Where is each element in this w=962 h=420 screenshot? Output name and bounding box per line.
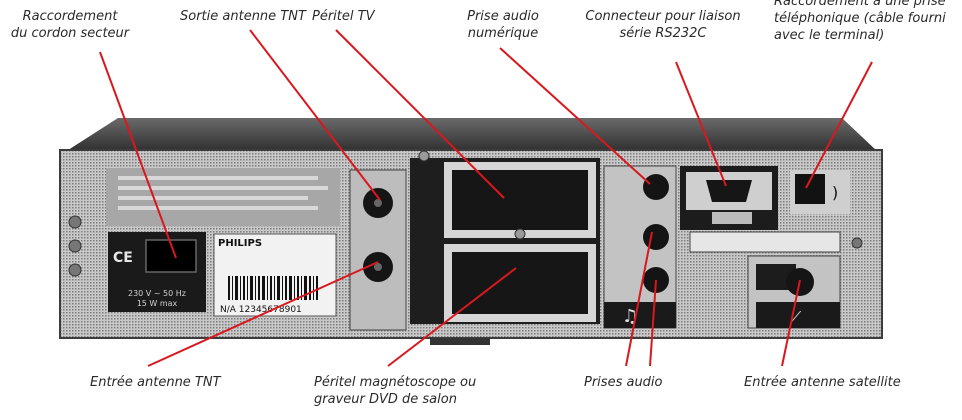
digital-audio-connector	[643, 174, 669, 200]
screw	[514, 228, 526, 240]
label-scart-vcr: Péritel magnétoscope ou graveur DVD de s…	[314, 375, 477, 407]
label-phone: Raccordement à une prise téléphonique (c…	[774, 0, 946, 43]
label-tnt-output: Sortie antenne TNT	[180, 9, 306, 24]
brand-logo: PHILIPS	[218, 238, 262, 249]
label-scart-tv: Péritel TV	[312, 9, 375, 24]
label-tnt-input: Entrée antenne TNT	[90, 375, 221, 390]
leader-line-tnt-in	[147, 261, 379, 367]
leader-line-rs232	[675, 61, 727, 187]
screw	[68, 239, 82, 253]
serial-number: N/A 12345678901	[220, 305, 302, 315]
leader-line-phone	[805, 61, 873, 189]
label-audio-jacks: Prises audio	[584, 375, 663, 390]
brand-sticker	[213, 233, 337, 317]
label-rs232: Connecteur pour liaison série RS232C	[585, 9, 741, 41]
audio-right-connector	[643, 224, 669, 250]
power-rating-line-1: 230 V ~ 50 Hz	[128, 289, 186, 298]
label-digital-audio: Prise audio numérique	[467, 9, 539, 41]
phone-icon: )	[832, 183, 838, 202]
screw	[68, 215, 82, 229]
leader-lines	[99, 29, 873, 367]
screw	[851, 237, 863, 249]
notice-sticker	[689, 231, 841, 253]
leader-line-scart-tv	[335, 29, 505, 199]
leader-line-digital-audio	[499, 47, 651, 185]
screw	[418, 150, 430, 162]
label-satellite: Entrée antenne satellite	[744, 375, 901, 390]
leader-line-satellite	[781, 279, 801, 367]
power-rating-line-2: 15 W max	[137, 299, 178, 308]
leader-line-scart-vcr	[387, 267, 517, 367]
scart-vcr-connector	[452, 252, 588, 314]
device-foot	[430, 338, 490, 345]
leader-line-audio-left	[649, 279, 657, 367]
label-power-cord: Raccordement du cordon secteur	[10, 9, 130, 41]
rs232-connector	[706, 180, 752, 202]
leader-line-power	[99, 51, 177, 259]
scart-tv-connector	[452, 170, 588, 230]
ce-mark: CE	[113, 250, 133, 266]
device-lid	[65, 118, 878, 152]
screw	[68, 263, 82, 277]
leader-line-tnt-out	[249, 29, 381, 201]
leader-line-audio-right	[625, 231, 653, 367]
